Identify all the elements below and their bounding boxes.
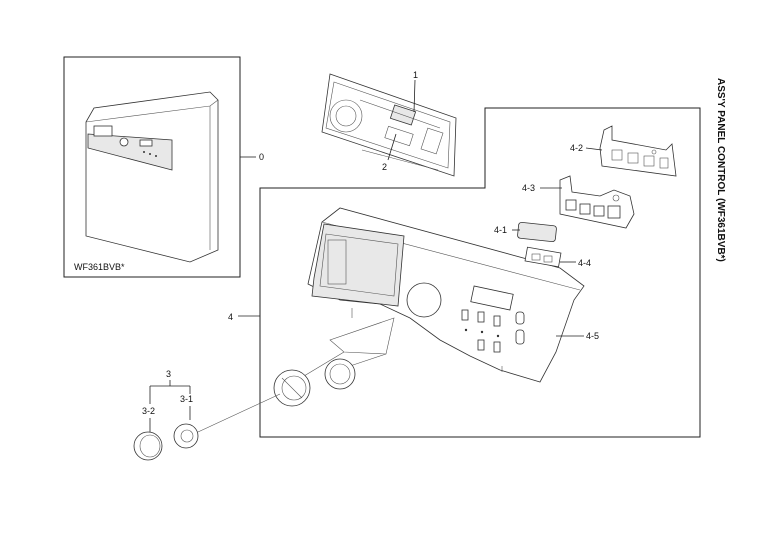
callout-3-1: 3-1 [180, 394, 193, 404]
callout-0: 0 [259, 152, 264, 162]
callout-3: 3 [166, 369, 171, 379]
callout-3-2: 3-2 [142, 406, 155, 416]
panel-body [307, 207, 585, 383]
knob-guide-lines [303, 317, 395, 377]
washer-overview-box: WF361BVB* [63, 56, 241, 278]
callout-4-4: 4-4 [578, 258, 591, 268]
callout-4-3: 4-3 [522, 183, 535, 193]
small-bracket [524, 246, 562, 268]
callout-2: 2 [382, 162, 387, 172]
model-label: WF361BVB* [74, 262, 125, 272]
display-window [517, 221, 557, 243]
knob-ring [324, 358, 356, 390]
callout-4-5: 4-5 [586, 331, 599, 341]
callout-1: 1 [413, 70, 418, 80]
sub-pcb [599, 125, 677, 177]
button-block [559, 175, 635, 229]
knob-cap [133, 431, 163, 461]
callout-4: 4 [228, 312, 233, 322]
callout-4-1: 4-1 [494, 225, 507, 235]
washer-illustration [85, 91, 219, 263]
knob-body [173, 423, 199, 449]
main-pcb-assembly [321, 73, 457, 177]
callout-4-2: 4-2 [570, 143, 583, 153]
assembly-title: ASS'Y PANEL CONTROL (WF361BVB*) [715, 78, 726, 262]
knob-assembly [273, 369, 311, 407]
control-panel-box [259, 107, 701, 438]
